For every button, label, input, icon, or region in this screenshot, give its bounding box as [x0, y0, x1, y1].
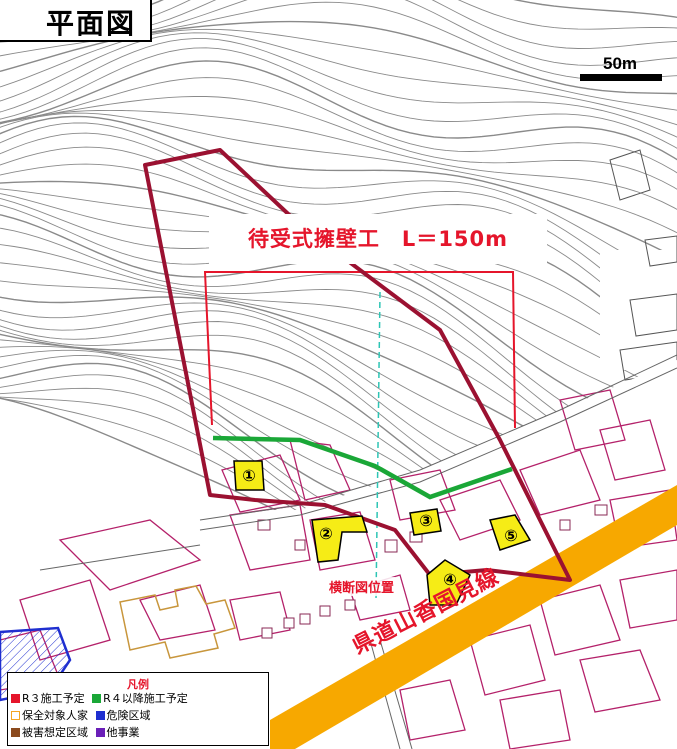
marker-5: ⑤ — [504, 526, 518, 545]
legend-label-protected: 保全対象人家 — [22, 709, 88, 722]
retaining-wall-label: 待受式擁壁工 L＝150m — [209, 214, 547, 264]
legend-swatch-r3 — [11, 694, 20, 703]
legend-item-other: 他事業 — [95, 724, 140, 740]
planned-r3-bracket — [203, 271, 516, 429]
marker-shapes — [233, 460, 532, 606]
prefectural-road — [270, 485, 677, 749]
legend: 凡例 R３施工予定 R４以降施工予定 保全対象人家 危険区域 被害想定区域 他事… — [7, 672, 269, 746]
contour-line — [0, 132, 677, 308]
contour-line — [0, 109, 677, 210]
legend-item-danger: 危険区域 — [95, 707, 151, 723]
contour-line — [0, 112, 677, 234]
protected-building — [119, 585, 236, 659]
contour-line — [0, 32, 677, 126]
legend-row-1: R３施工予定 R４以降施工予定 — [11, 690, 192, 706]
marker-4: ④ — [443, 570, 457, 589]
legend-label-danger: 危険区域 — [106, 709, 151, 722]
marker-1: ① — [242, 466, 256, 485]
scale-label: 50m — [603, 54, 638, 73]
scale-bar — [580, 74, 662, 81]
legend-swatch-r4 — [92, 694, 102, 703]
contour-line — [0, 77, 677, 174]
legend-item-r3: R３施工予定 — [11, 690, 85, 706]
legend-row-3: 被害想定区域 他事業 — [11, 724, 144, 740]
contour-line — [0, 38, 677, 138]
legend-row-2: 保全対象人家 危険区域 — [11, 707, 155, 723]
legend-swatch-protected — [11, 711, 20, 720]
developed-area — [600, 250, 677, 370]
contour-line — [0, 60, 677, 161]
section-line — [375, 291, 381, 601]
legend-item-damage: 被害想定区域 — [11, 724, 88, 740]
legend-swatch-damage — [11, 728, 20, 737]
planned-r4-wall — [212, 435, 513, 500]
contour-line — [0, 47, 677, 149]
legend-title: 凡例 — [127, 678, 149, 691]
legend-label-r3: R３施工予定 — [22, 692, 85, 705]
map-title: 平面図 — [45, 7, 136, 40]
legend-swatch-other — [95, 728, 105, 737]
map-title-box: 平面図 — [0, 0, 152, 42]
right-edge-buildings — [609, 149, 677, 381]
contour-line — [0, 115, 677, 259]
local-roads — [39, 354, 677, 749]
protected-houses — [257, 504, 608, 639]
contour-line — [0, 122, 677, 285]
legend-label-other: 他事業 — [106, 726, 140, 739]
legend-item-protected: 保全対象人家 — [11, 707, 88, 723]
legend-label-damage: 被害想定区域 — [22, 726, 88, 739]
legend-item-r4: R４以降施工予定 — [92, 690, 188, 706]
contour-line — [0, 96, 677, 190]
legend-swatch-danger — [95, 711, 105, 720]
section-position-label: 横断図位置 — [328, 577, 396, 596]
marker-3: ③ — [419, 511, 433, 530]
legend-label-r4: R４以降施工予定 — [103, 692, 188, 705]
marker-2: ② — [319, 524, 333, 543]
contour-line — [0, 28, 677, 111]
